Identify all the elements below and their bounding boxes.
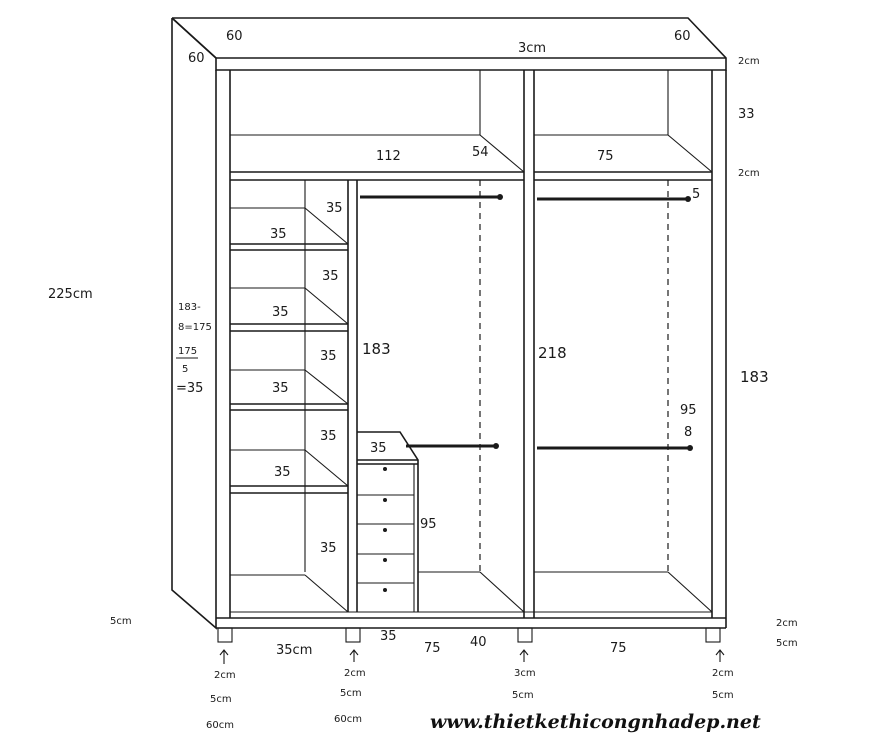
- label-base-width-2: 35: [380, 629, 397, 644]
- label-foot-1-c: 60cm: [206, 720, 234, 731]
- label-shelf-width-1: 35: [270, 227, 287, 242]
- label-height-mid-left: 183: [362, 340, 391, 358]
- label-calc-frac-bottom: 5: [182, 364, 188, 375]
- label-bottom-right-plinth-2: 5cm: [776, 638, 798, 649]
- label-calc-frac-top: 175: [178, 346, 197, 357]
- label-foot-3-a: 3cm: [514, 668, 536, 679]
- label-top-right-depth: 60: [674, 29, 691, 44]
- label-rod-right-small: 8: [684, 425, 692, 440]
- left-shelf-tower: [230, 180, 358, 613]
- label-calc-result: =35: [176, 381, 203, 396]
- label-foot-2-a: 2cm: [344, 668, 366, 679]
- label-height-right: 183: [740, 368, 769, 386]
- label-base-width-5: 75: [610, 641, 627, 656]
- label-shelf-width-3: 35: [272, 381, 289, 396]
- label-total-height: 225cm: [48, 287, 93, 302]
- label-height-mid: 218: [538, 344, 567, 362]
- label-foot-3-b: 5cm: [512, 690, 534, 701]
- label-foot-4-a: 2cm: [712, 668, 734, 679]
- label-top-thickness: 3cm: [518, 41, 546, 56]
- label-foot-1-a: 2cm: [214, 670, 236, 681]
- wardrobe-carcass: [171, 17, 727, 643]
- label-shelf-left-width: 112: [376, 149, 401, 164]
- label-shelf-right-width: 75: [597, 149, 614, 164]
- hanging-rods: [360, 180, 693, 572]
- drawer-unit: [357, 431, 419, 612]
- label-calc-1: 183-: [178, 302, 201, 313]
- label-shelf-depth-4: 35: [320, 429, 337, 444]
- label-base-width-4: 40: [470, 635, 487, 650]
- label-bottom-right-plinth-1: 2cm: [776, 618, 798, 629]
- label-foot-1-b: 5cm: [210, 694, 232, 705]
- label-base-width-1: 35cm: [276, 643, 312, 658]
- label-foot-2-c: 60cm: [334, 714, 362, 725]
- label-rod-right-height: 95: [680, 403, 697, 418]
- label-upper-gap: 33: [738, 107, 755, 122]
- label-shelf-depth-5: 35: [320, 541, 337, 556]
- dimension-labels: 60 60 3cm 2cm 60 33 2cm 112 54 75 225cm …: [48, 29, 798, 731]
- label-shelf-mid-depth: 54: [472, 145, 489, 160]
- label-drawer-width: 35: [370, 441, 387, 456]
- label-shelf-right: 2cm: [738, 168, 760, 179]
- label-top-panel-right: 2cm: [738, 56, 760, 67]
- label-calc-2: 8=175: [178, 322, 212, 333]
- label-shelf-width-2: 35: [272, 305, 289, 320]
- label-foot-2-b: 5cm: [340, 688, 362, 699]
- label-foot-4-b: 5cm: [712, 690, 734, 701]
- label-left-side-depth: 60: [188, 51, 205, 66]
- label-base-width-3: 75: [424, 641, 441, 656]
- label-drawer-height: 95: [420, 517, 437, 532]
- label-rod-right-top: 5: [692, 187, 700, 202]
- label-shelf-depth-3: 35: [320, 349, 337, 364]
- label-shelf-depth-1: 35: [326, 201, 343, 216]
- label-shelf-depth-2: 35: [322, 269, 339, 284]
- label-top-left-depth: 60: [226, 29, 243, 44]
- label-bottom-left-plinth: 5cm: [110, 616, 132, 627]
- watermark-text: www.thietkethicongnhadep.net: [430, 711, 761, 733]
- label-shelf-width-4: 35: [274, 465, 291, 480]
